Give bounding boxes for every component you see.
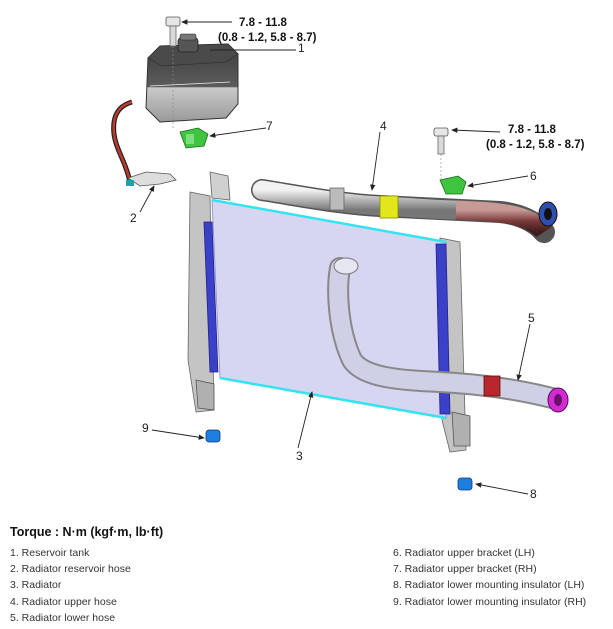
upper-hose <box>251 179 558 243</box>
callout-4: 4 <box>380 119 387 133</box>
lower-insulator-lh <box>457 477 473 491</box>
legend-item: 8. Radiator lower mounting insulator (LH… <box>393 579 585 592</box>
callout-2: 2 <box>130 211 137 225</box>
legend-item: 3. Radiator <box>10 579 62 592</box>
lower-insulator-rh <box>205 429 221 443</box>
reservoir-tank <box>145 33 239 123</box>
leader-lines <box>139 19 531 495</box>
legend-left-column: 1. Reservoir tank 2. Radiator reservoir … <box>10 545 131 626</box>
callout-3: 3 <box>296 449 303 463</box>
legend-item: 5. Radiator lower hose <box>10 611 116 624</box>
radiator-assembly-diagram: 7.8 - 11.8 (0.8 - 1.2, 5.8 - 8.7) 7.8 - … <box>111 16 585 501</box>
legend-item: 7. Radiator upper bracket (RH) <box>393 563 537 576</box>
callout-8: 8 <box>530 487 537 501</box>
legend-item: 6. Radiator upper bracket (LH) <box>393 547 535 559</box>
callout-6: 6 <box>530 169 537 183</box>
torque-value-right: 7.8 - 11.8 <box>508 124 557 136</box>
reservoir-bolt <box>165 16 181 130</box>
legend-title: Torque : N·m (kgf·m, lb·ft) <box>10 525 164 539</box>
upper-bracket-lh <box>433 127 467 195</box>
lower-hose <box>327 257 569 413</box>
callout-1: 1 <box>298 41 305 55</box>
legend-item: 4. Radiator upper hose <box>10 595 117 608</box>
reservoir-hose <box>111 99 177 187</box>
legend-right-column: 6. Radiator upper bracket (LH) 7. Radiat… <box>393 545 586 610</box>
callout-5: 5 <box>528 311 535 325</box>
torque-value-top: 7.8 - 11.8 <box>239 17 288 29</box>
callout-9: 9 <box>142 421 149 435</box>
legend-item: 2. Radiator reservoir hose <box>10 563 131 576</box>
legend-item: 1. Reservoir tank <box>10 547 90 559</box>
callout-7: 7 <box>266 119 273 133</box>
upper-bracket-rh <box>179 127 209 149</box>
torque-sub-top: (0.8 - 1.2, 5.8 - 8.7) <box>218 32 317 44</box>
torque-sub-right: (0.8 - 1.2, 5.8 - 8.7) <box>486 139 585 151</box>
legend-item: 9. Radiator lower mounting insulator (RH… <box>393 595 587 608</box>
